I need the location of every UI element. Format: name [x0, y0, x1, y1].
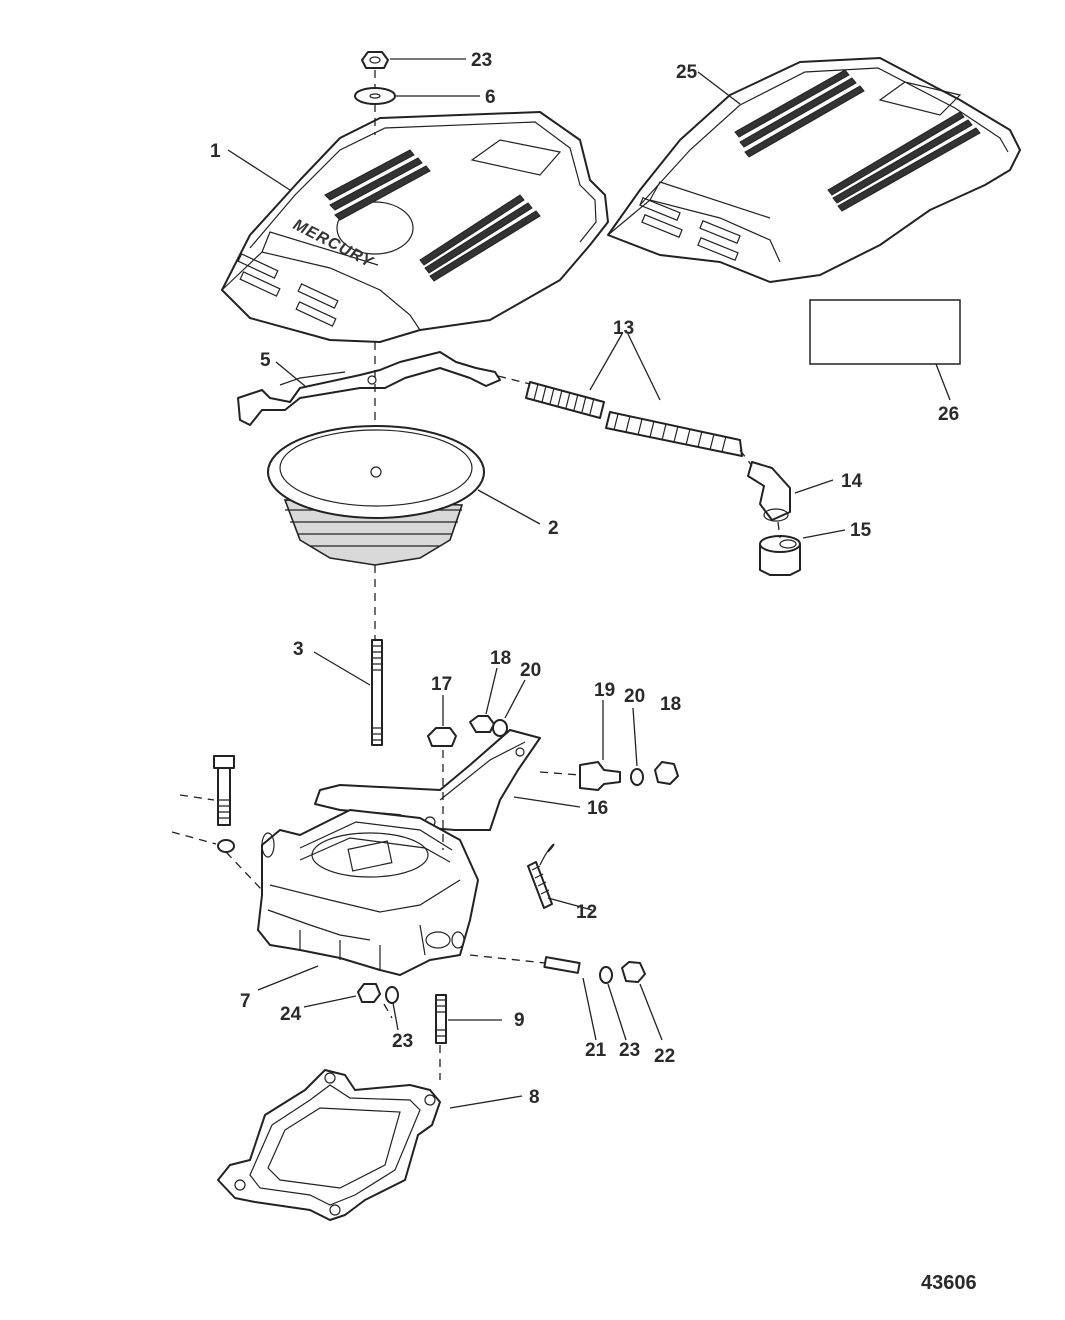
- flame-arrestor: [267, 425, 485, 566]
- callout-12: 12: [576, 902, 597, 923]
- callout-7: 7: [240, 991, 251, 1012]
- lower-washer: [385, 986, 399, 1004]
- cover-washer: [354, 87, 396, 105]
- callout-22: 22: [654, 1046, 675, 1067]
- callout-26: 26: [938, 404, 959, 425]
- ball-stud-nut: [654, 761, 679, 785]
- callout-labels: 23 6 1 25 5 13 26 2 14 15 3 17 18 20 19 …: [210, 50, 959, 1108]
- callout-9: 9: [514, 1010, 525, 1031]
- throttle-nut: [427, 727, 457, 747]
- callout-23-left: 23: [392, 1031, 413, 1052]
- ball-stud-washer: [630, 768, 644, 786]
- bracket-nut-left: [469, 715, 495, 733]
- alternate-cover: [607, 57, 1021, 283]
- leader-lines: [227, 58, 951, 1109]
- callout-20-left: 20: [520, 660, 541, 681]
- callout-5: 6: [485, 87, 496, 108]
- callout-18-right: 18: [660, 694, 681, 715]
- short-stud: [435, 994, 447, 1044]
- callout-18-left: 18: [490, 648, 511, 669]
- long-stud: [371, 639, 383, 746]
- callout-21: 21: [585, 1040, 607, 1061]
- carb-bolt-washer: [217, 839, 235, 853]
- elbow-fitting: [747, 461, 791, 522]
- callout-8: 8: [529, 1087, 540, 1108]
- callout-19: 19: [594, 680, 615, 701]
- flame-arrestor-cover: MERCURY: [221, 111, 609, 343]
- carb-bolt: [213, 755, 235, 826]
- vent-hoses: [525, 381, 743, 457]
- callout-1: 1: [210, 141, 221, 162]
- callout-14: 14: [841, 471, 863, 492]
- lower-nut: [357, 983, 381, 1003]
- callout-20-right: 20: [624, 686, 645, 707]
- callout-17: 17: [431, 674, 452, 695]
- side-stud: [543, 956, 581, 974]
- callout-16: 16: [587, 798, 608, 819]
- callout-15: 15: [850, 520, 872, 541]
- carburetor-gasket: [217, 1069, 441, 1221]
- reference-box: [809, 299, 961, 365]
- side-washer: [599, 966, 613, 984]
- bracket-washer-left: [492, 719, 508, 737]
- callout-2: 2: [548, 518, 559, 539]
- callout-4: 5: [260, 350, 271, 371]
- center-lines: [171, 70, 781, 1080]
- callout-25: 25: [676, 62, 698, 83]
- document-number: 43606: [921, 1272, 977, 1294]
- cover-bracket: [237, 351, 501, 426]
- side-nut: [621, 961, 646, 983]
- callout-24: 24: [280, 1004, 302, 1025]
- throttle-spring: [527, 843, 555, 909]
- callout-3: 3: [293, 639, 304, 660]
- grommet: [759, 535, 801, 576]
- callout-6: 23: [471, 50, 492, 71]
- cover-nut: [361, 51, 389, 69]
- callout-13: 13: [613, 318, 634, 339]
- carburetor: [257, 809, 479, 976]
- ball-stud: [579, 761, 621, 791]
- callout-23-right: 23: [619, 1040, 640, 1061]
